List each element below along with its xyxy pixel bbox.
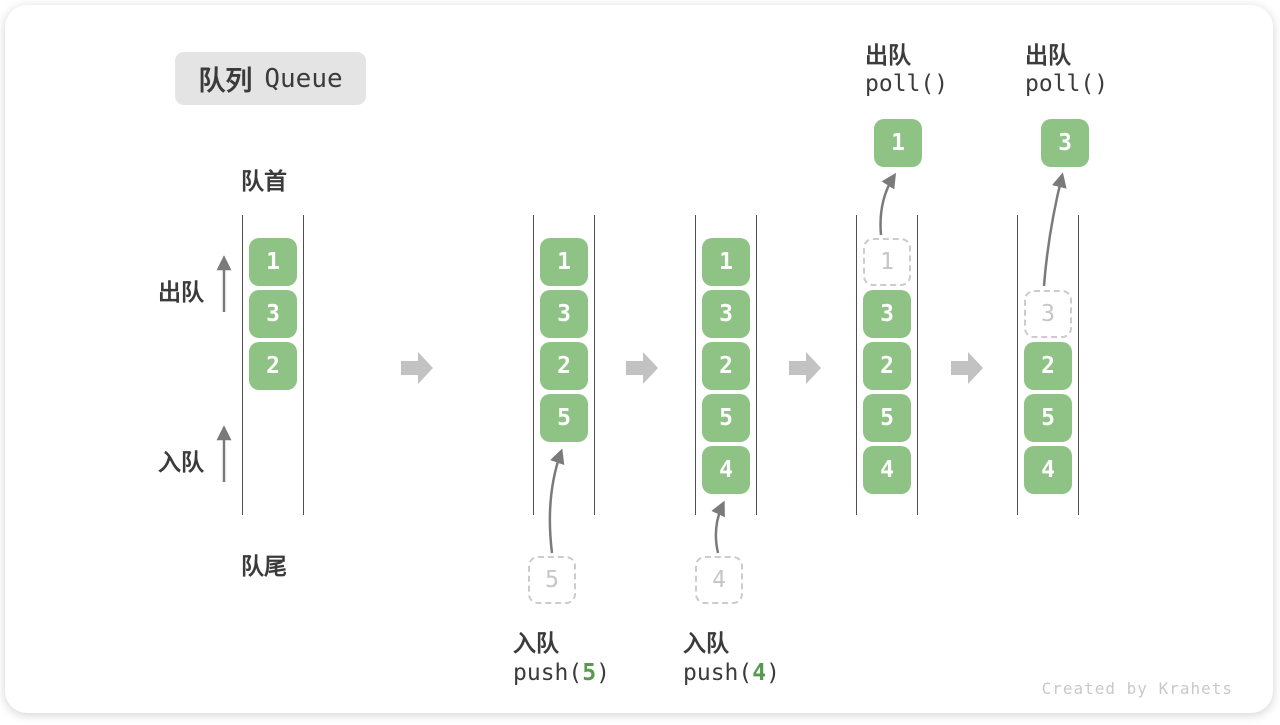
- result-cell-3: 3: [1041, 119, 1089, 167]
- queue-cell: 3: [863, 290, 911, 338]
- queue-cell-removed: 3: [1024, 290, 1072, 338]
- queue-cell: 2: [863, 342, 911, 390]
- diagram-card: 队列 Queue 队首 队尾 出队 入队 1 3 2 1 3 2 5 1 3 2…: [5, 5, 1273, 713]
- poll1-code: poll(): [865, 71, 949, 97]
- pending-cell-5: 5: [528, 556, 576, 604]
- queue-cell: 1: [249, 238, 297, 286]
- push5-code: push(5): [513, 660, 610, 686]
- poll1-label: 出队: [865, 42, 911, 68]
- queue-cell: 5: [1024, 394, 1072, 442]
- push4-code-post: ): [766, 660, 780, 686]
- push5-code-arg: 5: [582, 660, 597, 686]
- queue-cell-removed: 1: [863, 238, 911, 286]
- poll2-label: 出队: [1025, 42, 1071, 68]
- queue-cell: 1: [702, 238, 750, 286]
- queue-column-3: 1 3 2 5 4: [695, 215, 757, 515]
- push5-code-pre: push(: [513, 660, 583, 686]
- state-transition-arrow-icon: [401, 352, 433, 384]
- queue-column-4: 1 3 2 5 4: [856, 215, 918, 515]
- queue-cell: 2: [702, 342, 750, 390]
- label-enqueue: 入队: [158, 449, 204, 475]
- poll2-code: poll(): [1025, 71, 1109, 97]
- arrows-layer: [216, 172, 1067, 554]
- queue-cell: 3: [249, 290, 297, 338]
- queue-cell: 5: [540, 394, 588, 442]
- queue-cell: 4: [702, 446, 750, 494]
- queue-cell: 4: [863, 446, 911, 494]
- queue-cell: 1: [540, 238, 588, 286]
- state-transition-arrow-icon: [951, 352, 983, 384]
- result-cell-1: 1: [874, 119, 922, 167]
- label-queue-front: 队首: [241, 168, 287, 194]
- queue-cell: 5: [863, 394, 911, 442]
- push4-code: push(4): [683, 660, 780, 686]
- push5-code-post: ): [596, 660, 610, 686]
- diagram-title: 队列 Queue: [175, 52, 366, 105]
- title-en: Queue: [264, 63, 343, 94]
- queue-cell: 4: [1024, 446, 1072, 494]
- pending-cell-4: 4: [695, 556, 743, 604]
- queue-cell: 2: [1024, 342, 1072, 390]
- queue-cell: 3: [540, 290, 588, 338]
- push5-label: 入队: [513, 630, 559, 656]
- label-dequeue: 出队: [158, 279, 204, 305]
- push4-code-pre: push(: [683, 660, 753, 686]
- queue-cell: 2: [540, 342, 588, 390]
- state-transition-arrow-icon: [789, 352, 821, 384]
- queue-cell: 3: [702, 290, 750, 338]
- state-transition-arrow-icon: [626, 352, 658, 384]
- queue-cell: 5: [702, 394, 750, 442]
- title-zh: 队列: [198, 66, 253, 96]
- credit-text: Created by Krahets: [1041, 679, 1233, 698]
- queue-cell: 2: [249, 342, 297, 390]
- push4-code-arg: 4: [752, 660, 767, 686]
- queue-column-2: 1 3 2 5: [533, 215, 595, 515]
- queue-column-1: 1 3 2: [242, 215, 304, 515]
- queue-column-5: 3 2 5 4: [1017, 215, 1079, 515]
- label-queue-rear: 队尾: [241, 553, 287, 579]
- push4-label: 入队: [683, 630, 729, 656]
